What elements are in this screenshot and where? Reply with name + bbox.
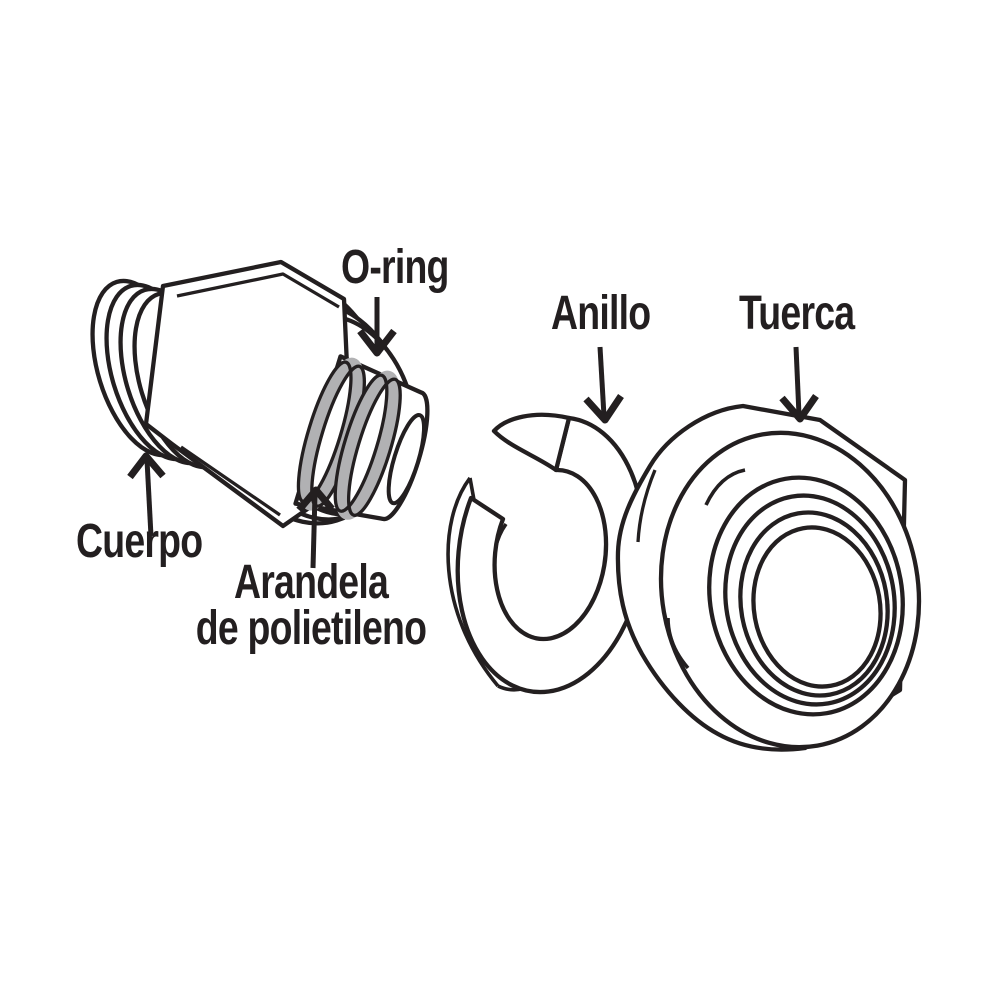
tuerca-label: Tuerca [739,287,855,340]
cuerpo-label: Cuerpo [76,515,203,568]
label-arrows [127,297,819,569]
arandela-label: Arandela de polietileno [175,556,448,655]
o-ring-label: O-ring [341,241,449,294]
tuerca-arrow [779,346,819,423]
o-ring-arrow [357,297,397,357]
nut-drawing [615,403,922,752]
o-ring-band [333,370,402,520]
barb-barrel [293,354,430,522]
anillo-label: Anillo [551,287,651,340]
cuerpo-arrow [127,452,166,537]
arandela-arrow [296,486,335,569]
arandela-label-line1: Arandela [234,556,389,609]
body-drawing [90,259,430,529]
anillo-arrow [583,346,624,424]
split-ring-drawing [446,412,647,695]
barrel-bore-hole [386,412,427,506]
arandela-label-line2: de polietileno [195,602,427,655]
